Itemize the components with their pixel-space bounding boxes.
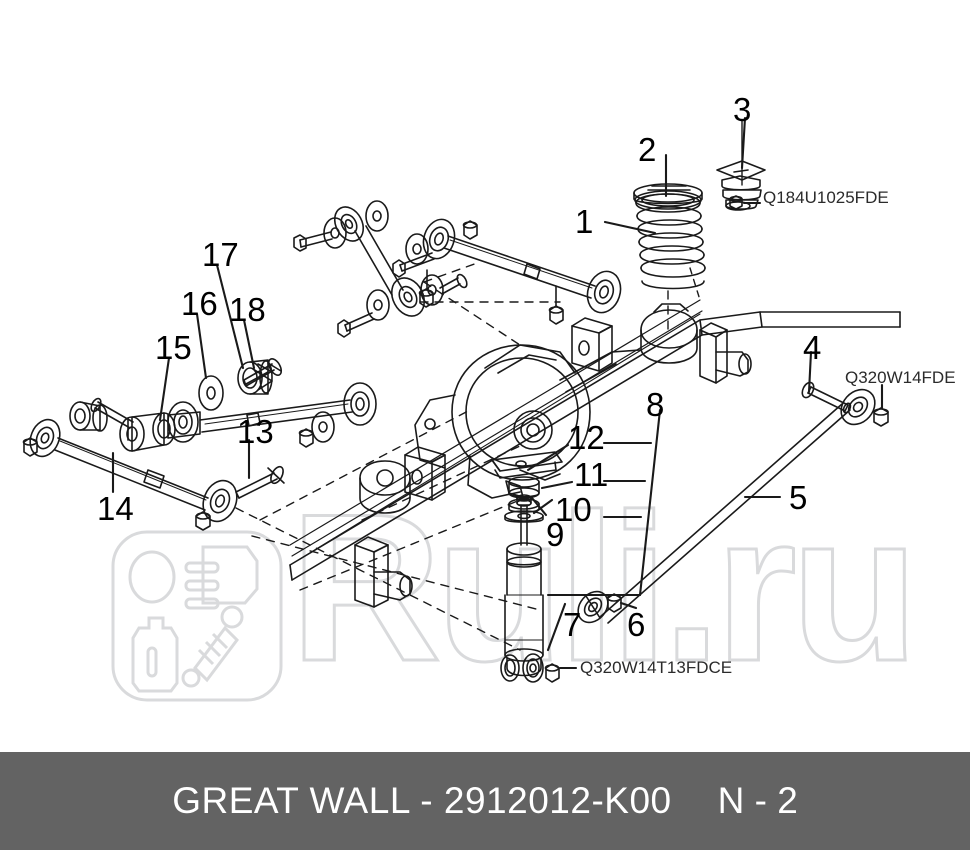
differential-housing [414,344,641,499]
upper-arm-sleeve [237,359,273,395]
panhard-rod [577,388,889,624]
exploded-diagram-canvas: Ruli.ru [22,91,956,707]
callout-11: 11 [574,456,609,493]
lower-control-arm-left [22,418,238,531]
callout-3: 3 [733,91,752,128]
callout-12: 12 [568,419,605,456]
axle-bracket-right [571,317,613,372]
upper-control-arm-angled [293,200,468,338]
callout-10: 10 [555,491,592,528]
footer-title: GREAT WALL - 2912012-K00 [172,780,672,821]
footer-page-number: N - 2 [717,780,798,821]
callout-9: 9 [546,516,565,553]
shock-absorber [500,504,560,683]
upper-arm-bushing [119,412,176,452]
part-code-q320w14t13fdce: Q320W14T13FDCE [580,658,733,677]
lower-arm-bolt [235,465,285,499]
line-art-layer [22,116,901,683]
upper-arm-washer [198,375,224,411]
upper-arm-bolt [243,358,283,391]
bump-stop-nut [729,195,743,210]
callout-4: 4 [803,329,822,366]
callout-18: 18 [229,291,266,328]
exploded-dashed-lines [235,119,743,651]
upper-control-arm-short [167,382,377,443]
footer-content: GREAT WALL - 2912012-K00 N - 2 [172,780,798,822]
callout-2: 2 [638,131,657,168]
axle-bracket-left [404,446,446,501]
chassis-rail [289,299,703,557]
shock-upper-washer-b [504,510,544,523]
callout-14: 14 [97,490,134,527]
axle-spring-seat [640,303,698,364]
callout-15: 15 [155,329,192,366]
shock-upper-mount-plate [491,451,563,479]
part-code-q320w14fde: Q320W14FDE [845,368,956,387]
callout-1: 1 [575,203,594,240]
callout-7: 7 [563,606,582,643]
callout-6: 6 [627,606,646,643]
panhard-axle-bracket [699,322,752,384]
footer-bar: GREAT WALL - 2912012-K00 N - 2 [0,752,970,850]
callout-leader-lines [111,116,884,670]
callout-17: 17 [202,236,239,273]
coil-spring [634,190,706,290]
spring-upper-seat [633,183,703,205]
callout-8: 8 [646,386,665,423]
shock-upper-bushing [508,476,540,499]
part-code-q184u1025fde: Q184U1025FDE [763,188,889,207]
callout-13: 13 [237,413,274,450]
upper-control-arm-long [298,218,622,448]
callout-5: 5 [789,479,808,516]
lower-arm-left-bushing [69,401,108,432]
chassis-bracket-lower [354,460,413,608]
callout-16: 16 [181,285,218,322]
panhard-rod-bolt [801,381,852,414]
